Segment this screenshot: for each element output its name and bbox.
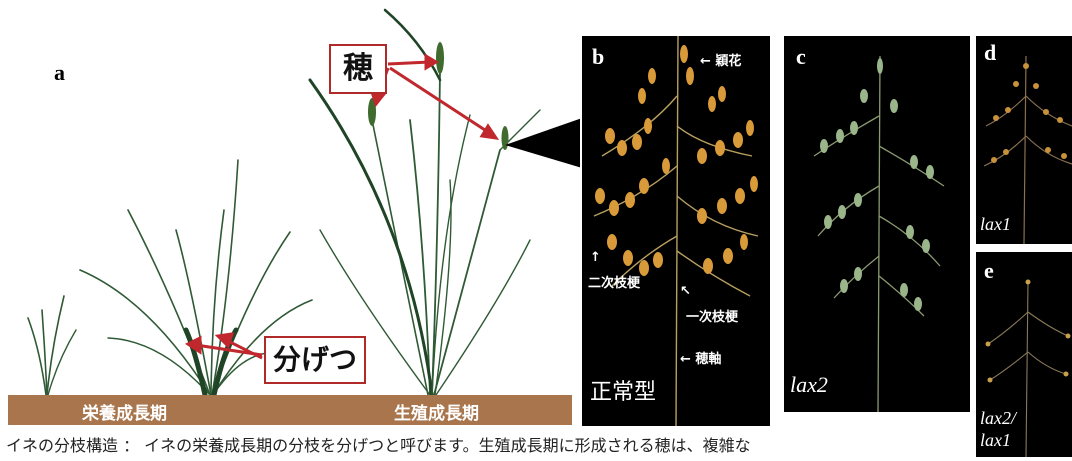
reproductive-stage-label: 生殖成長期 <box>394 404 479 424</box>
lax2-lax1-label-line1: lax2/ <box>980 408 1016 428</box>
plant-illustration <box>27 8 580 398</box>
lax2-panicle-photo <box>813 55 945 413</box>
tiller-callout: 分げつ <box>264 336 366 384</box>
panel-d-letter: d <box>984 40 997 65</box>
panel-e <box>976 252 1072 458</box>
spikelet-annotation: ← 穎花 <box>700 54 742 69</box>
panel-b <box>582 35 770 427</box>
lax2-lax1-panicle-photo <box>985 279 1071 458</box>
panicle-callout: 穂 <box>329 44 387 94</box>
panel-a-letter: a <box>54 60 65 85</box>
ground-strip <box>8 395 572 425</box>
normal-panicle-photo <box>593 35 759 427</box>
lax1-panicle-photo <box>983 55 1072 245</box>
primary-branch-annotation: 一次枝梗 <box>686 310 739 325</box>
secondary-branch-annotation: 二次枝梗 <box>588 276 641 291</box>
panel-c <box>784 36 970 413</box>
up-left-arrow-icon: ↖ <box>680 284 691 299</box>
rachis-label: 穂軸 <box>695 352 722 367</box>
spikelet-label: 穎花 <box>715 54 742 69</box>
vegetative-stage-label: 栄養成長期 <box>82 404 167 424</box>
lax2-label: lax2 <box>790 372 828 397</box>
panel-d <box>976 36 1072 245</box>
lax2-lax1-label-line2: lax1 <box>980 430 1011 450</box>
normal-type-label: 正常型 <box>590 380 657 405</box>
panel-b-letter: b <box>592 44 605 69</box>
lax1-label: lax1 <box>980 214 1011 234</box>
figure-caption: イネの分枝構造 ： イネの栄養成長期の分枝を分げつと呼びます。生殖成長期に形成さ… <box>6 436 751 455</box>
rachis-annotation: ← 穂軸 <box>680 352 722 367</box>
panel-c-letter: c <box>796 44 806 69</box>
panel-e-letter: e <box>984 258 994 283</box>
up-arrow-icon: ↑ <box>590 250 601 265</box>
